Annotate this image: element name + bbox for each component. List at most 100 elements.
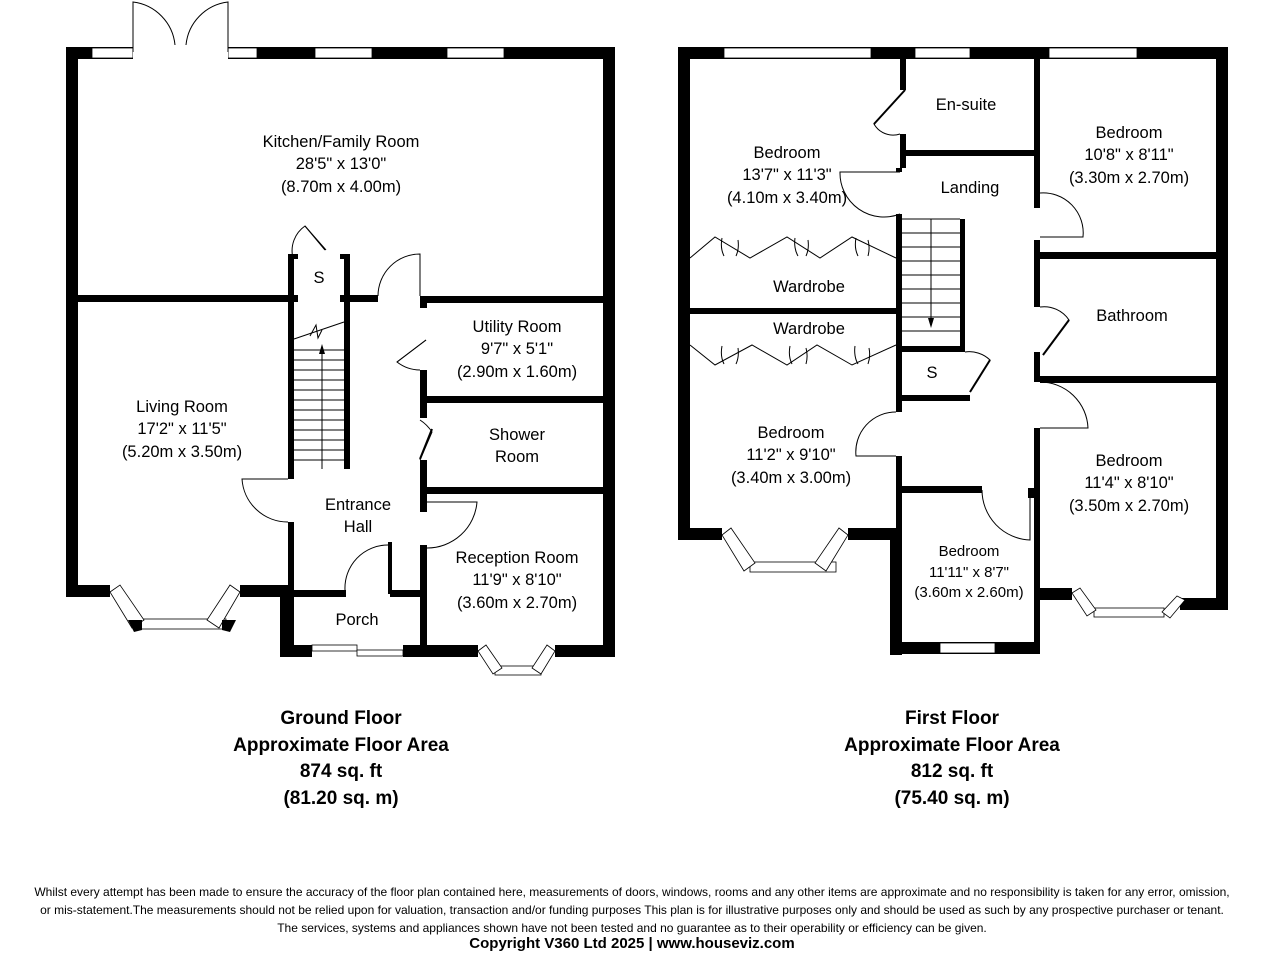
ff-wall [1040, 376, 1216, 383]
ff-wall-left [678, 47, 690, 539]
gf-wall [344, 254, 350, 469]
room-size-imperial-bedroom5: 11'11" x 8'7" [929, 564, 1009, 581]
ff-bay-window [814, 527, 849, 572]
gf-reception-door [426, 501, 478, 549]
disclaimer-line: The services, systems and appliances sho… [277, 921, 987, 935]
room-name-shower-line1: Shower [489, 426, 545, 444]
ff-wall [848, 528, 902, 540]
ff-window [939, 642, 996, 654]
gf-shower-door [419, 419, 433, 461]
gf-wall [66, 585, 110, 597]
gf-wall [420, 370, 427, 418]
gf-wall [280, 645, 312, 657]
ff-wall [1034, 58, 1040, 208]
room-name-porch: Porch [335, 611, 378, 629]
room-name-bedroom5: Bedroom [939, 543, 1000, 560]
ff-wall [896, 214, 902, 354]
room-size-imperial-utility: 9'7" x 5'1" [481, 340, 553, 358]
ff-wall [890, 540, 902, 655]
gf-wall [420, 545, 427, 655]
ff-wall [896, 352, 902, 412]
ff-bay-window [1093, 607, 1165, 618]
ff-wall [900, 346, 964, 352]
disclaimer: Whilst every attempt has been made to en… [0, 883, 1264, 937]
room-size-imperial-living: 17'2" x 11'5" [137, 420, 226, 438]
room-size-metric-reception: (3.60m x 2.70m) [457, 594, 577, 612]
ground-floor-labels: Kitchen/Family Room 28'5" x 13'0" (8.70m… [122, 133, 579, 629]
gf-bay-window [206, 584, 241, 629]
room-size-metric-living: (5.20m x 3.50m) [122, 443, 242, 461]
ff-wall [896, 456, 902, 556]
gf-wall [78, 295, 298, 302]
ff-wall [1040, 252, 1216, 259]
first-floor-title: First Floor Approximate Floor Area 812 s… [752, 706, 1152, 812]
room-name-bedroom4: Bedroom [1096, 452, 1163, 470]
room-name-storage: S [313, 269, 324, 287]
ff-storage-door [964, 351, 991, 393]
gf-window [227, 47, 258, 59]
room-size-imperial-bedroom4: 11'4" x 8'10" [1084, 474, 1173, 492]
ff-bedroom1-door [839, 171, 901, 218]
ground-floor-title: Ground Floor Approximate Floor Area 874 … [141, 706, 541, 812]
room-size-metric-bedroom4: (3.50m x 2.70m) [1069, 497, 1189, 515]
gf-bay-post [222, 620, 236, 632]
first-floor-area-sqm: (75.40 sq. m) [894, 787, 1010, 809]
room-name-bedroom1: Bedroom [754, 144, 821, 162]
room-name-bathroom: Bathroom [1096, 307, 1168, 325]
room-name-hall-line1: Entrance [325, 496, 391, 514]
room-name-ff-storage: S [926, 364, 937, 382]
gf-wall-right [603, 47, 615, 655]
gf-bay-window [477, 644, 503, 675]
gf-bay-window [531, 644, 556, 675]
gf-wall [427, 396, 605, 403]
gf-window [91, 47, 134, 59]
room-size-imperial-reception: 11'9" x 8'10" [472, 571, 561, 589]
room-name-wardrobe1: Wardrobe [773, 278, 845, 296]
ff-bedroom3-door [855, 411, 897, 457]
gf-wall-left [66, 47, 78, 595]
first-floor-area-label: Approximate Floor Area [844, 734, 1060, 756]
ff-bedroom2-door [1039, 192, 1084, 238]
ff-wall [902, 486, 982, 493]
ff-wardrobe-doors [689, 236, 897, 259]
ff-window [723, 47, 872, 59]
room-name-living: Living Room [136, 398, 228, 416]
gf-utility-door [396, 339, 427, 371]
ff-wall [900, 58, 906, 90]
disclaimer-line: Whilst every attempt has been made to en… [34, 885, 1230, 899]
room-size-imperial-bedroom1: 13'7" x 11'3" [742, 166, 831, 184]
gf-wall [555, 645, 615, 657]
gf-wall [280, 594, 294, 655]
ground-floor-area-sqft: 874 sq. ft [299, 761, 383, 782]
gf-storage-door [291, 225, 327, 259]
room-size-metric-kitchen: (8.70m x 4.00m) [281, 178, 401, 196]
gf-wall [294, 590, 346, 597]
room-name-bedroom3: Bedroom [758, 424, 825, 442]
gf-window [314, 47, 373, 59]
ff-wall-right [1216, 47, 1228, 610]
ff-wall [900, 150, 1040, 156]
gf-wall [340, 295, 378, 302]
room-size-imperial-bedroom3: 11'2" x 9'10" [746, 446, 835, 464]
room-name-reception: Reception Room [456, 549, 579, 567]
first-floor-name: First Floor [905, 708, 999, 729]
ff-stairs [902, 218, 965, 352]
ff-bedroom4-door [1039, 381, 1089, 429]
ground-floor-name: Ground Floor [280, 708, 402, 729]
gf-wall [288, 469, 294, 479]
gf-wall [390, 590, 427, 597]
ff-wall [896, 168, 902, 172]
french-doors [132, 1, 229, 52]
ff-wardrobe-doors [689, 344, 897, 366]
room-name-shower-line2: Room [495, 448, 539, 466]
ff-bathroom-door [1039, 306, 1070, 356]
room-name-kitchen: Kitchen/Family Room [263, 133, 420, 151]
gf-bay-post [128, 620, 142, 632]
gf-wall [420, 296, 427, 308]
gf-front-door-glazing [356, 649, 404, 657]
gf-wall [340, 254, 350, 259]
ground-floor-area-sqm: (81.20 sq. m) [283, 787, 399, 809]
first-floor-labels: Bedroom 13'7" x 11'3" (4.10m x 3.40m) En… [727, 96, 1189, 601]
ff-bay-window [1071, 587, 1097, 617]
room-name-ensuite: En-suite [936, 96, 997, 114]
